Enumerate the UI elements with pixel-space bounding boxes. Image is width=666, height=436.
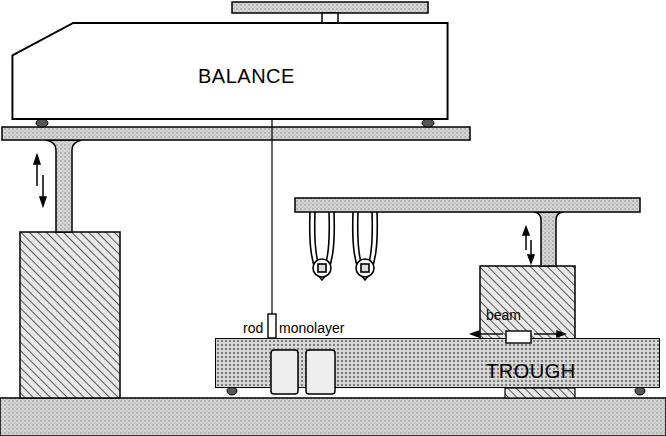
balance-shelf [2, 127, 470, 140]
part-label: beam [486, 308, 521, 322]
trough-foot [505, 388, 575, 398]
left-block [20, 232, 120, 398]
beam-motion-arrow [471, 331, 565, 337]
vertical-motion-arrow [34, 155, 46, 206]
right-block [480, 266, 575, 340]
balance-body: BALANCE [8, 22, 452, 120]
trough-body: TROUGH [215, 338, 660, 388]
wheel [36, 119, 48, 127]
wilhelmy-rod [268, 314, 276, 338]
node-title: TROUGH [486, 361, 576, 381]
balance-pan [232, 2, 428, 13]
cup [271, 350, 298, 394]
right-column [534, 212, 563, 266]
beam-barrier [506, 331, 531, 343]
wheel [422, 119, 434, 127]
left-column [46, 140, 82, 232]
vertical-motion-arrow [523, 227, 534, 263]
part-label: monolayer [279, 321, 344, 335]
node-title: BALANCE [198, 66, 295, 86]
suspension-wire [271, 120, 272, 315]
pan-stem [322, 13, 338, 23]
floor [0, 398, 666, 436]
upper-shelf [295, 198, 640, 212]
wheel [227, 387, 237, 395]
balance-outline [12, 23, 447, 119]
wheel [635, 387, 645, 395]
part-label: rod [243, 321, 263, 335]
cup [306, 350, 335, 394]
hanging-loop [310, 212, 335, 280]
hanging-loop [353, 212, 378, 280]
